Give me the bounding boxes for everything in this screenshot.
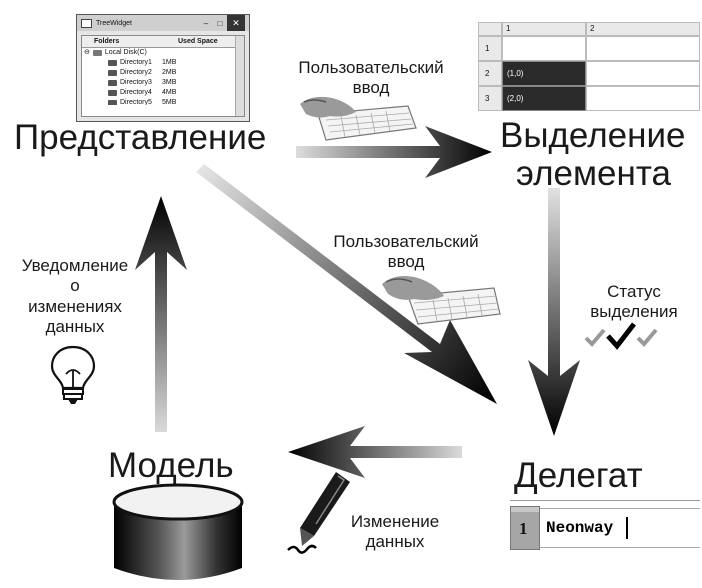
collapse-icon[interactable]: ⊖ <box>84 49 90 56</box>
table-cell[interactable] <box>586 86 700 111</box>
tree-row-size: 3MB <box>162 79 177 86</box>
label-delegate: Делегат <box>514 456 643 495</box>
pen-icon <box>287 472 350 554</box>
lightbulb-icon <box>50 345 96 404</box>
tree-root-item[interactable]: ⊖ Local Disk(C) <box>82 48 244 58</box>
annotation-line: ввод <box>387 251 425 271</box>
editor-row-header: 1 <box>510 506 540 550</box>
tree-row[interactable]: Directory3 3MB <box>82 78 244 88</box>
annotation-line: Пользовательский <box>298 58 444 77</box>
folder-icon <box>108 90 117 96</box>
database-icon <box>112 483 244 580</box>
arrow-model-to-view <box>135 196 187 432</box>
arrow-view-to-delegate <box>196 164 497 404</box>
tree-row-size: 5MB <box>162 99 177 105</box>
folder-icon <box>108 80 117 86</box>
tree-row-name: Directory5 <box>120 99 152 105</box>
table-cell-selected[interactable]: (2,0) <box>502 86 586 111</box>
label-view: Представление <box>14 118 267 157</box>
editor-input[interactable]: Neonway <box>540 508 700 548</box>
label-selection-line2: элемента <box>516 154 671 193</box>
keyboard-icon <box>300 96 417 141</box>
tree-root-label: Local Disk(C) <box>104 49 147 56</box>
folder-icon <box>108 100 117 105</box>
tree-row-size: 1MB <box>162 59 177 66</box>
tree-widget-title: TreeWidget <box>96 19 132 27</box>
folder-icon <box>108 70 117 76</box>
label-model: Модель <box>108 446 234 485</box>
table-cell[interactable] <box>586 61 700 86</box>
maximize-icon[interactable]: □ <box>217 18 223 28</box>
tree-widget-titlebar: TreeWidget – □ ✕ <box>77 15 249 31</box>
table-cell[interactable] <box>502 36 586 61</box>
delegate-editor[interactable]: 1 Neonway <box>510 500 700 554</box>
annotation-line: Изменение <box>350 512 440 531</box>
table-row-header[interactable]: 2 <box>478 61 502 86</box>
scrollbar[interactable] <box>235 36 244 116</box>
arrow-delegate-to-model <box>288 426 462 478</box>
tree-row-size: 4MB <box>162 89 177 96</box>
annotation-line: ввод <box>352 77 390 97</box>
tree-row-size: 2MB <box>162 69 177 76</box>
table-col-header[interactable]: 2 <box>586 22 700 36</box>
tree-widget-window: TreeWidget – □ ✕ Folders Used Space ⊖ Lo… <box>76 14 250 122</box>
editor-value: Neonway <box>546 519 614 537</box>
annotation-user-input-mid: Пользовательский ввод <box>320 232 492 271</box>
text-cursor <box>626 517 628 539</box>
annotation-line: Уведомление <box>21 256 129 275</box>
row-header-highlight <box>511 507 539 512</box>
table-widget[interactable]: 1 2 1 2 (1,0) 3 (2,0) <box>478 22 700 112</box>
col-folders[interactable]: Folders <box>94 38 120 45</box>
table-corner <box>478 22 502 36</box>
annotation-line: Статус <box>607 282 661 301</box>
tree-view[interactable]: Folders Used Space ⊖ Local Disk(C) Direc… <box>81 35 245 117</box>
tree-row[interactable]: Directory1 1MB <box>82 58 244 68</box>
window-icon <box>81 18 92 28</box>
annotation-line: Пользовательский <box>333 232 479 251</box>
table-cell-selected[interactable]: (1,0) <box>502 61 586 86</box>
table-col-header[interactable]: 1 <box>502 22 586 36</box>
annotation-notification: Уведомление о изменениях данных <box>16 256 134 338</box>
tree-row-name: Directory3 <box>120 79 152 86</box>
tree-row-name: Directory2 <box>120 69 152 76</box>
tree-row-name: Directory1 <box>120 59 152 66</box>
table-row-header[interactable]: 3 <box>478 86 502 111</box>
table-cell[interactable] <box>586 36 700 61</box>
folder-icon <box>108 60 117 66</box>
annotation-selection-status: Статус выделения <box>582 282 686 321</box>
annotation-line: о <box>70 276 80 296</box>
keyboard-icon <box>382 276 501 325</box>
arrow-selection-to-delegate <box>528 188 580 436</box>
close-icon[interactable]: ✕ <box>227 15 245 31</box>
tree-row-name: Directory4 <box>120 89 152 96</box>
disk-icon <box>92 50 102 56</box>
annotation-user-input-top: Пользовательский ввод <box>286 58 456 97</box>
annotation-data-change: Изменение данных <box>340 512 450 551</box>
checkmarks-icon <box>584 322 658 350</box>
annotation-line: данных <box>365 531 425 551</box>
col-used-space[interactable]: Used Space <box>178 38 218 45</box>
minimize-icon[interactable]: – <box>203 18 209 28</box>
tree-row[interactable]: Directory5 5MB <box>82 98 244 105</box>
table-row-header[interactable]: 1 <box>478 36 502 61</box>
editor-row-number: 1 <box>519 519 528 538</box>
tree-row[interactable]: Directory2 2MB <box>82 68 244 78</box>
label-selection-line1: Выделение <box>500 116 686 155</box>
annotation-line: выделения <box>590 301 678 321</box>
arrow-view-to-selection <box>296 126 492 178</box>
annotation-line: изменениях <box>28 296 122 316</box>
divider <box>510 500 700 501</box>
annotation-line: данных <box>45 317 105 337</box>
tree-row[interactable]: Directory4 4MB <box>82 88 244 98</box>
tree-header: Folders Used Space <box>82 36 244 48</box>
